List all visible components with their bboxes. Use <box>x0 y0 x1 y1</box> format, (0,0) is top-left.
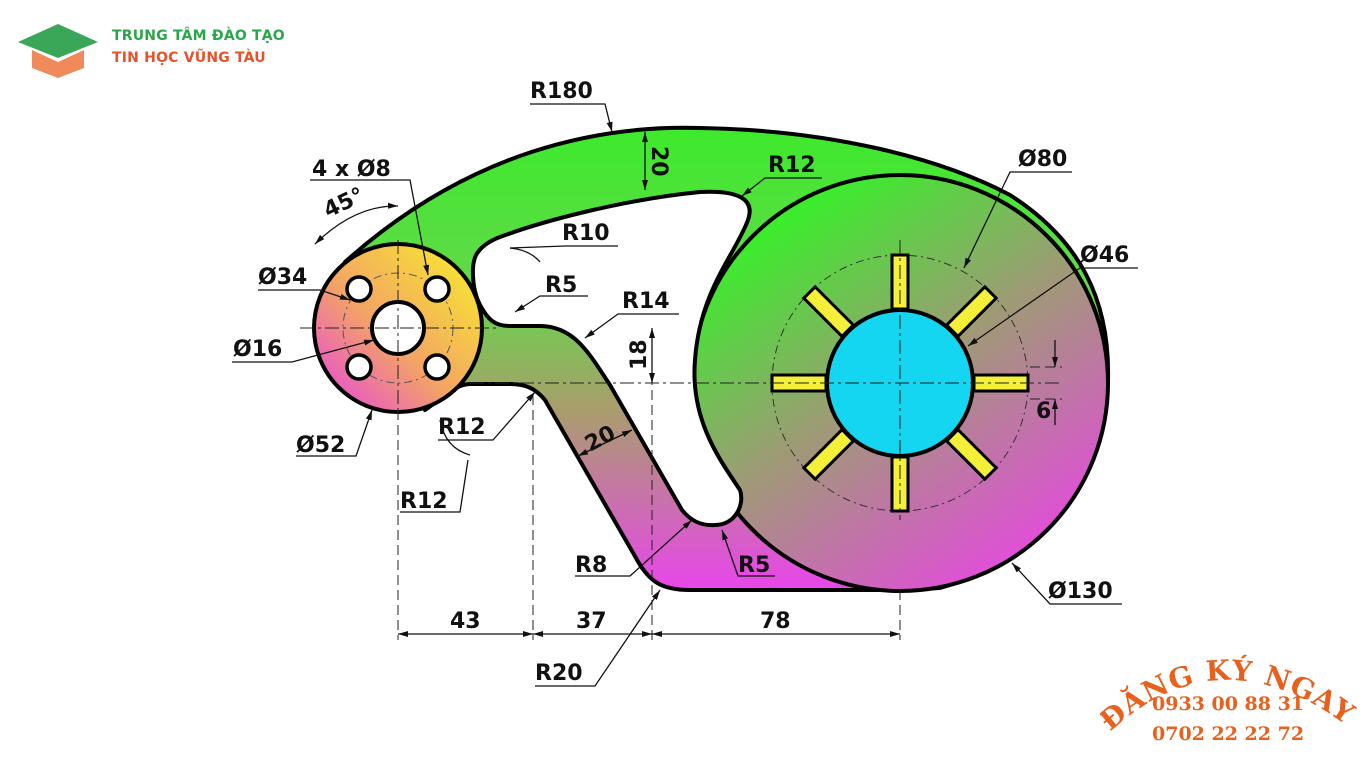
dim-r20: R20 <box>535 661 583 686</box>
phone-number-1[interactable]: 0933 00 88 31 <box>1152 693 1305 715</box>
hole-d8 <box>345 353 373 381</box>
logo-line-2: TIN HỌC VŨNG TÀU <box>112 50 266 66</box>
dim-r5-left: R5 <box>545 273 577 298</box>
graduation-cap-icon <box>18 24 98 78</box>
center-lines <box>300 240 1060 520</box>
dim-r10: R10 <box>562 221 610 246</box>
hole-d8 <box>423 275 451 303</box>
dimension-lines <box>232 103 1138 687</box>
hole-d8 <box>345 275 373 303</box>
dim-r5-low: R5 <box>738 553 770 578</box>
dim-slot-6: 6 <box>1036 399 1051 424</box>
dim-r180: R180 <box>530 79 593 104</box>
dim-d130: Ø130 <box>1048 579 1113 604</box>
dim-holes-4xd8: 4 x Ø8 <box>312 157 391 182</box>
register-promo[interactable]: ĐĂNG KÝ NGAY 0933 00 88 31 0702 22 22 72 <box>1100 640 1360 760</box>
dim-d46: Ø46 <box>1080 243 1129 268</box>
hole-d8 <box>423 353 451 381</box>
dim-horizontal-78: 78 <box>760 609 791 634</box>
dim-horizontal-43: 43 <box>450 609 481 634</box>
dim-d34: Ø34 <box>258 265 307 290</box>
dim-r12-mid: R12 <box>438 415 486 440</box>
dim-horizontal-37: 37 <box>576 609 607 634</box>
logo-line-1: TRUNG TÂM ĐÀO TẠO <box>112 28 285 44</box>
logo: TRUNG TÂM ĐÀO TẠO TIN HỌC VŨNG TÀU <box>14 20 314 80</box>
dim-d16: Ø16 <box>233 337 282 362</box>
dim-d80: Ø80 <box>1018 147 1067 172</box>
phone-number-2[interactable]: 0702 22 22 72 <box>1152 723 1305 745</box>
dim-angle-45: 45° <box>320 183 368 223</box>
dim-vertical-18: 18 <box>627 339 652 370</box>
dim-r12-low: R12 <box>400 489 448 514</box>
dim-r12-top: R12 <box>768 153 816 178</box>
dim-thickness-20-top: 20 <box>646 146 671 177</box>
promo-cta-arc: ĐĂNG KÝ NGAY <box>1100 653 1360 737</box>
dim-d52: Ø52 <box>296 433 345 458</box>
dim-r14: R14 <box>622 289 670 314</box>
dim-r8: R8 <box>575 553 607 578</box>
